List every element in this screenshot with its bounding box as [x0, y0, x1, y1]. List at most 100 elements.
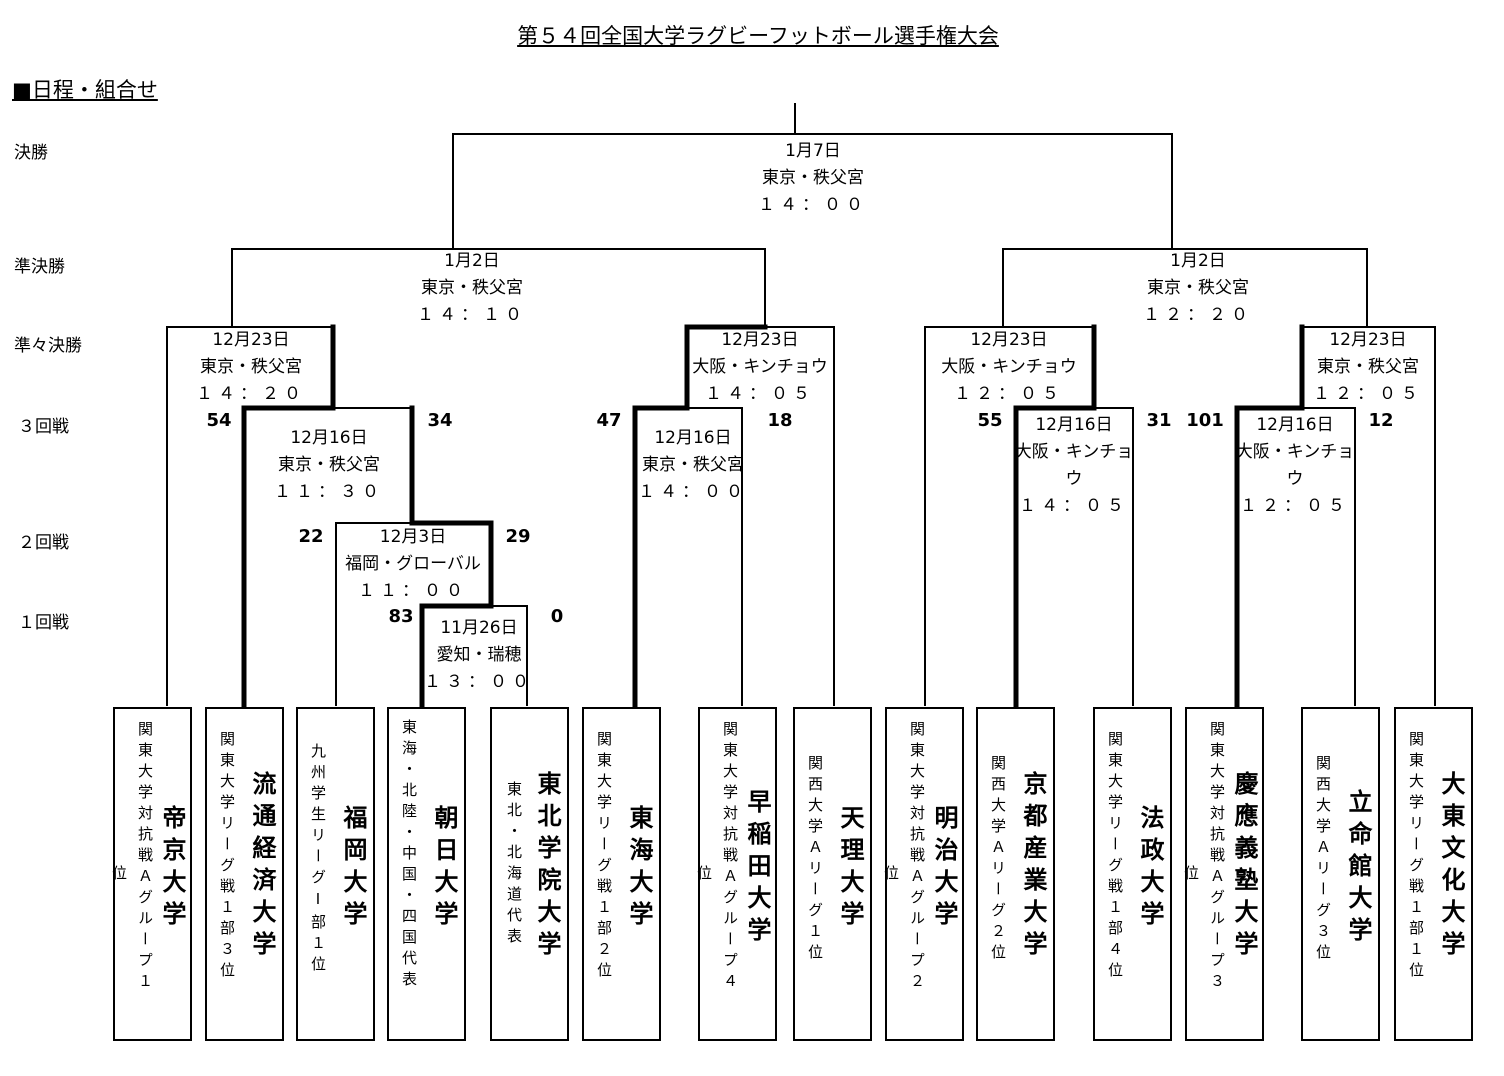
match-venue: 大阪・キンチョ: [1014, 442, 1134, 462]
team-name: 流通経済大学: [248, 771, 276, 963]
match-date: 12月23日: [721, 330, 799, 350]
match-venue: 福岡・グローバル: [345, 554, 481, 574]
match-time: １２：０５: [1240, 496, 1350, 516]
team-qualification: 関西大学Ａリーグ２位: [989, 755, 1007, 965]
score-qf4-left: 101: [1186, 410, 1224, 431]
match-venue: 東京・秩父宮: [1317, 357, 1419, 377]
r3d-right-line: [1301, 407, 1356, 706]
round-label-quarterfinal: 準々決勝: [14, 336, 82, 356]
match-info-qf2: 12月23日 大阪・キンチョウ １４：０５: [680, 327, 840, 408]
match-info-r2: 12月3日 福岡・グローバル １１：００: [338, 524, 488, 605]
match-time: １３：００: [424, 672, 534, 692]
match-time: １１：００: [358, 581, 468, 601]
match-info-r3a: 12月16日 東京・秩父宮 １１：３０: [249, 425, 409, 506]
match-info-sf-right: 1月2日 東京・秩父宮 １２：２０: [1078, 248, 1318, 329]
team-qualification-cont: 位: [110, 865, 128, 886]
team-qualification: 関西大学Ａリーグ３位: [1314, 755, 1332, 965]
team-qualification: 関東大学リーグ戦１部１位: [1407, 731, 1425, 983]
team-qualification: 関東大学対抗戦Ａグループ３: [1208, 721, 1226, 994]
team-qualification: 関東大学対抗戦Ａグループ１: [136, 721, 154, 994]
qf4-right-line: [1301, 326, 1436, 706]
team-box-ritsumeikan[interactable]: 関西大学Ａリーグ３位 立命館大学: [1301, 707, 1380, 1041]
team-box-asahi[interactable]: 東海・北陸・中国・四国代表 朝日大学: [387, 707, 466, 1041]
score-qf4-right: 12: [1368, 410, 1394, 431]
match-time: １４：２０: [196, 384, 306, 404]
team-qualification-cont: 位: [882, 865, 900, 886]
match-info-r3b: 12月16日 東京・秩父宮 １４：００: [613, 425, 773, 506]
match-date: 12月16日: [654, 428, 732, 448]
match-date: 1月2日: [1170, 251, 1226, 271]
sf-left-bracket: [231, 248, 766, 328]
match-info-qf4: 12月23日 東京・秩父宮 １２：０５: [1288, 327, 1448, 408]
match-date: 12月23日: [1329, 330, 1407, 350]
score-r1-right: 0: [550, 606, 564, 627]
team-box-keio[interactable]: 関東大学対抗戦Ａグループ３ 位 慶應義塾大学: [1182, 707, 1264, 1041]
winner-path-keio: [1234, 324, 1305, 708]
match-venue: 東京・秩父宮: [1147, 278, 1249, 298]
match-date: 12月3日: [379, 527, 447, 547]
match-venue: 東京・秩父宮: [421, 278, 523, 298]
match-venue: 大阪・キンチョウ: [692, 357, 828, 377]
match-info-r3d: 12月16日 大阪・キンチョ ウ １２：０５: [1235, 412, 1355, 520]
team-qualification-cont: 位: [1182, 865, 1200, 886]
team-name: 福岡大学: [339, 805, 367, 933]
score-qf3-right: 31: [1146, 410, 1172, 431]
team-qualification: 関東大学リーグ戦１部２位: [595, 731, 613, 983]
team-qualification-cont: 位: [695, 865, 713, 886]
match-time: １４：１０: [417, 305, 527, 325]
score-qf2-right: 18: [767, 410, 793, 431]
team-name: 大東文化大学: [1437, 771, 1465, 963]
match-date: 1月2日: [444, 251, 500, 271]
match-venue: 東京・秩父宮: [278, 455, 380, 475]
team-box-hosei[interactable]: 関東大学リーグ戦１部４位 法政大学: [1093, 707, 1172, 1041]
match-venue-cont: ウ: [1065, 469, 1083, 489]
score-qf1-right: 34: [427, 410, 453, 431]
team-box-fukuoka[interactable]: 九州学生リーグⅠ部１位 福岡大学: [296, 707, 375, 1041]
team-qualification: 関東大学リーグ戦１部３位: [218, 731, 236, 983]
winner-path-kyosan: [1013, 324, 1097, 708]
team-box-meiji[interactable]: 関東大学対抗戦Ａグループ２ 位 明治大学: [882, 707, 964, 1041]
team-box-waseda[interactable]: 関東大学対抗戦Ａグループ４ 位 早稲田大学: [695, 707, 777, 1041]
team-qualification: 関東大学対抗戦Ａグループ２: [908, 721, 926, 994]
qf2-right-line: [764, 326, 835, 706]
team-name: 朝日大学: [430, 805, 458, 933]
team-box-ryutsu-keizai[interactable]: 関東大学リーグ戦１部３位 流通経済大学: [205, 707, 284, 1041]
team-name: 天理大学: [836, 805, 864, 933]
match-info-final: 1月7日 東京・秩父宮 １４：００: [693, 138, 933, 219]
team-box-tohoku-gakuin[interactable]: 東北・北海道代表 東北学院大学: [490, 707, 569, 1041]
qf3-left-line: [924, 326, 1095, 706]
team-name: 東海大学: [625, 805, 653, 933]
match-date: 12月16日: [290, 428, 368, 448]
team-box-tenri[interactable]: 関西大学Ａリーグ１位 天理大学: [793, 707, 872, 1041]
team-name: 慶應義塾大学: [1230, 771, 1258, 963]
match-time: １４：００: [638, 482, 748, 502]
match-time: １２：０５: [954, 384, 1064, 404]
round-label-round1: １回戦: [18, 613, 69, 633]
match-venue: 大阪・キンチョウ: [941, 357, 1077, 377]
match-venue: 東京・秩父宮: [642, 455, 744, 475]
match-info-qf1: 12月23日 東京・秩父宮 １４：２０: [171, 327, 331, 408]
r2-left-line: [335, 522, 413, 706]
team-qualification: 関東大学対抗戦Ａグループ４: [721, 721, 739, 994]
team-box-kyoto-sangyo[interactable]: 関西大学Ａリーグ２位 京都産業大学: [976, 707, 1055, 1041]
qf1-left-line: [166, 326, 334, 706]
team-box-tokai[interactable]: 関東大学リーグ戦１部２位 東海大学: [582, 707, 661, 1041]
team-box-teikyo[interactable]: 関東大学対抗戦Ａグループ１ 位 帝京大学: [110, 707, 192, 1041]
match-venue: 大阪・キンチョ: [1235, 442, 1355, 462]
match-time: １２：２０: [1143, 305, 1253, 325]
match-date: 12月16日: [1256, 415, 1334, 435]
team-name: 早稲田大学: [743, 789, 771, 949]
r1-right-line: [490, 605, 528, 706]
round-label-semifinal: 準決勝: [14, 257, 65, 277]
round-label-final: 決勝: [14, 143, 48, 163]
team-box-daito-bunka[interactable]: 関東大学リーグ戦１部１位 大東文化大学: [1394, 707, 1473, 1041]
team-name: 京都産業大学: [1019, 771, 1047, 963]
match-date: 12月23日: [212, 330, 290, 350]
score-qf3-left: 55: [977, 410, 1003, 431]
score-qf2-left: 47: [596, 410, 622, 431]
match-date: 12月16日: [1035, 415, 1113, 435]
match-venue: 東京・秩父宮: [762, 168, 864, 188]
match-info-qf3: 12月23日 大阪・キンチョウ １２：０５: [929, 327, 1089, 408]
match-time: １４：０５: [705, 384, 815, 404]
